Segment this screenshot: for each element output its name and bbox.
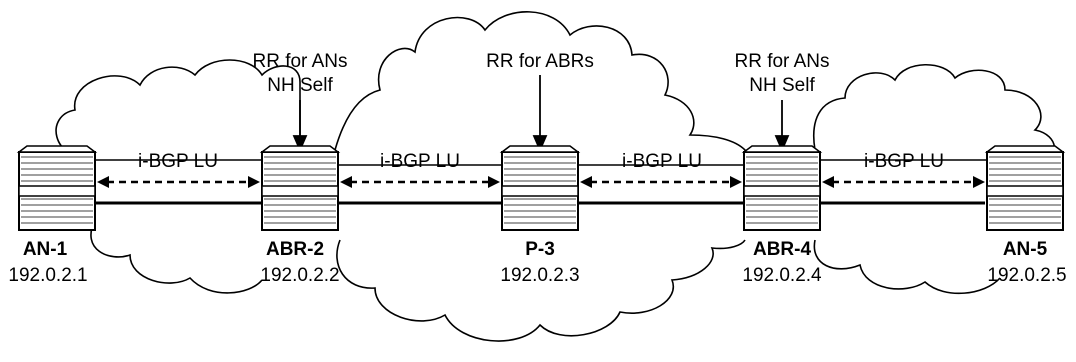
router-p3 xyxy=(499,145,581,231)
session-arrow-3 xyxy=(580,176,742,188)
router-name-abr2: ABR-2 xyxy=(266,239,324,260)
router-address-an1: 192.0.2.1 xyxy=(8,265,87,286)
abr4-annotation-line2: NH Self xyxy=(749,75,815,96)
router-abr4 xyxy=(741,145,823,231)
p3-annotation: RR for ABRs xyxy=(486,51,594,72)
abr4-annotation-line1: RR for ANs xyxy=(734,51,829,72)
cloud-right-lower xyxy=(813,239,1001,295)
session-label-3: i-BGP LU xyxy=(622,151,702,172)
cloud-center-lower xyxy=(336,239,746,342)
session-label-4: i-BGP LU xyxy=(864,151,944,172)
session-arrow-1 xyxy=(97,176,260,188)
annotation-arrows xyxy=(292,75,790,153)
cloud-left-lower xyxy=(90,219,263,294)
router-name-abr4: ABR-4 xyxy=(753,239,811,260)
router-an5 xyxy=(984,145,1066,231)
router-name-an5: AN-5 xyxy=(1003,239,1048,260)
router-name-an1: AN-1 xyxy=(23,239,68,260)
router-an1 xyxy=(16,145,98,231)
session-label-1: i-BGP LU xyxy=(138,151,218,172)
cloud-left xyxy=(55,59,301,161)
router-abr2 xyxy=(259,145,341,231)
session-arrow-2 xyxy=(340,176,500,188)
abr2-annotation-line1: RR for ANs xyxy=(252,51,347,72)
router-address-an5: 192.0.2.5 xyxy=(987,265,1066,286)
cloud-right xyxy=(813,63,1056,161)
session-label-2: i-BGP LU xyxy=(380,151,460,172)
abr2-annotation-line2: NH Self xyxy=(267,75,333,96)
router-name-p3: P-3 xyxy=(525,239,555,260)
router-address-p3: 192.0.2.3 xyxy=(500,265,579,286)
router-address-abr4: 192.0.2.4 xyxy=(742,265,822,286)
router-address-abr2: 192.0.2.2 xyxy=(260,265,339,286)
session-arrow-4 xyxy=(822,176,985,188)
